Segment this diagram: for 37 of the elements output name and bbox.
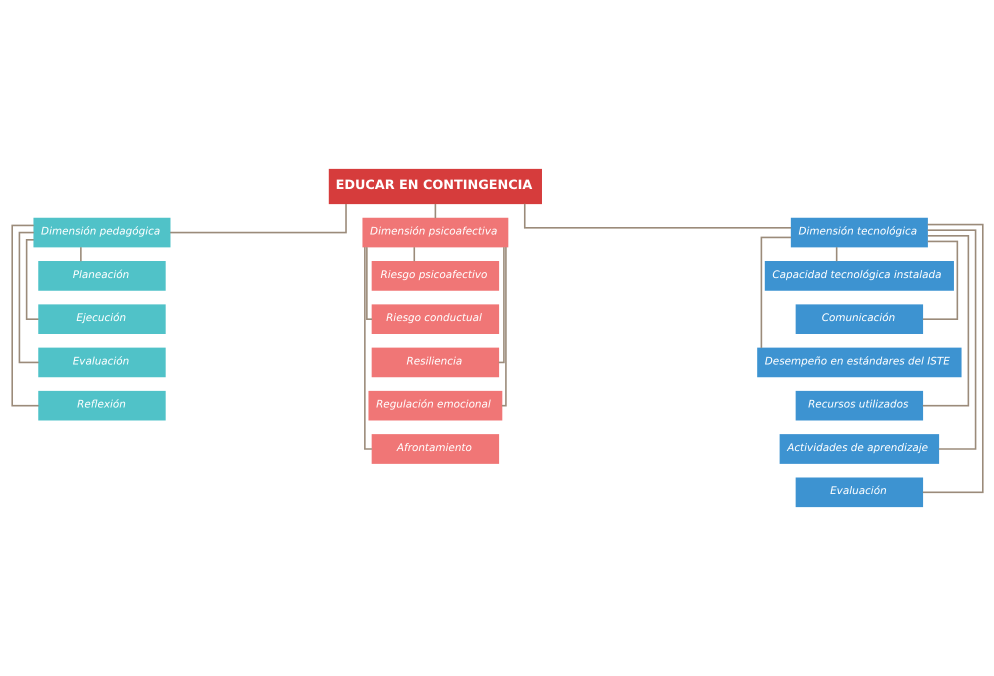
connector [927,229,976,450]
connector [80,247,82,262]
connector [922,240,958,320]
node-box: Actividades de aprendizaje [779,434,939,464]
connector [498,247,504,364]
connector [523,204,791,229]
connector [434,204,436,218]
connector [501,247,506,407]
connector [835,247,837,262]
connector [922,224,984,494]
connector [25,239,38,320]
node-box: Dimensión pedagógica [32,218,170,248]
node-box: Recursos utilizados [795,390,923,421]
connector [412,247,415,262]
node-box: Dimensión tecnológica [790,218,928,248]
node-box: Comunicación [795,304,923,334]
node-box: Capacidad tecnológica instalada [764,261,954,291]
connector [170,204,346,234]
connector [10,224,38,407]
connector [18,232,38,364]
node-box: Ejecución [38,304,166,334]
node-box: EDUCAR EN CONTINGENCIA [328,168,542,204]
node-box: Resiliencia [371,348,499,378]
node-box: Riesgo psicoafectivo [371,261,499,291]
node-box: Desempeño en estándares del ISTE [756,348,962,378]
connector [366,247,372,320]
node-box: Afrontamiento [371,434,499,464]
connector [922,235,969,407]
connector [760,236,791,348]
connector [364,247,372,450]
node-box: Dimensión psicoafectiva [362,218,508,248]
node-box: Evaluación [795,477,923,508]
node-box: Riesgo conductual [371,304,499,334]
node-box: Evaluación [38,348,166,378]
node-box: Planeación [38,261,166,291]
node-box: Regulación emocional [368,390,502,421]
node-box: Reflexión [38,390,166,421]
